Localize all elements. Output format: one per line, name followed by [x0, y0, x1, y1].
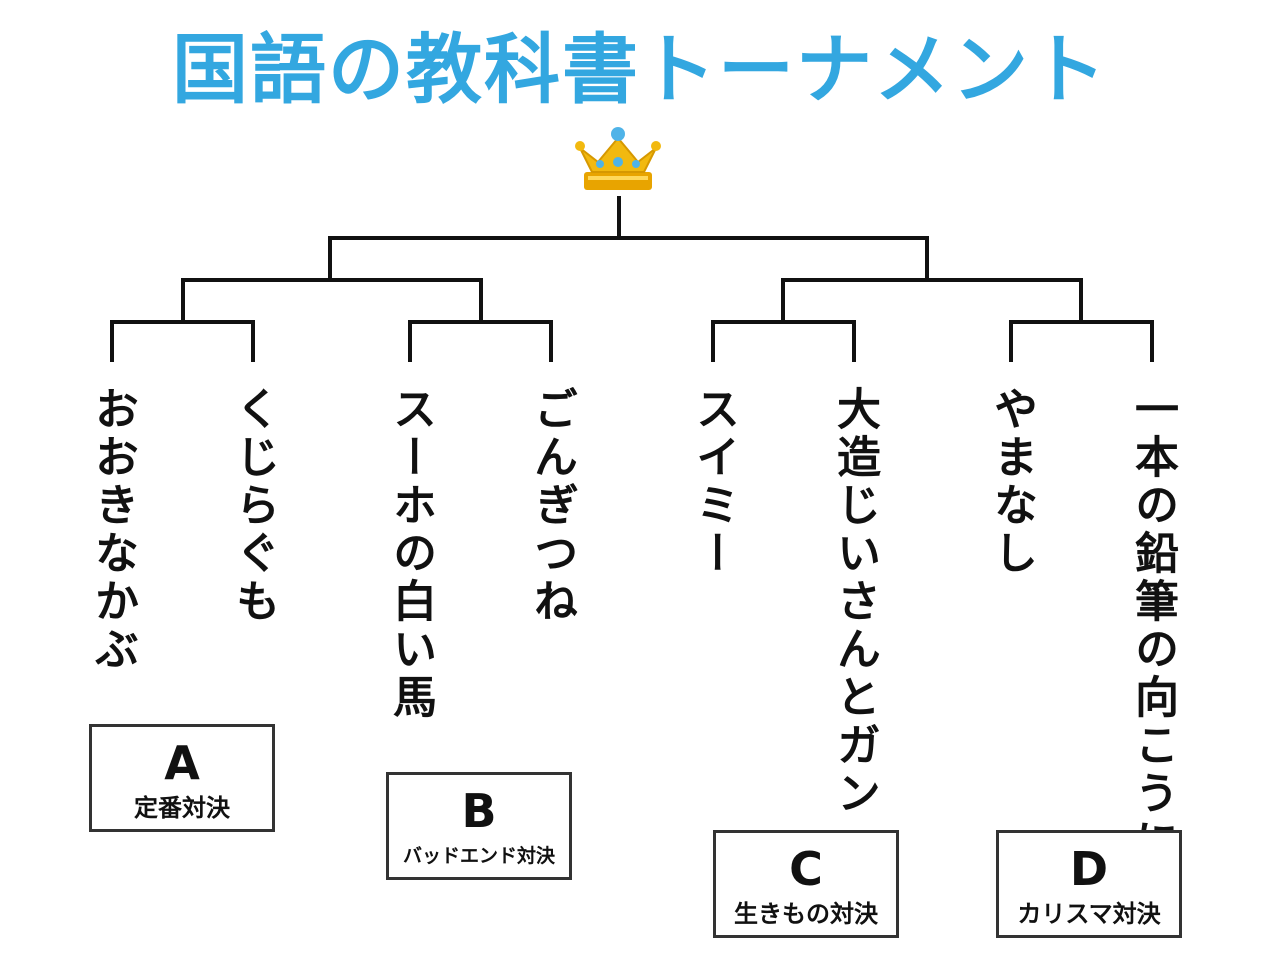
entry-2: くじらぐも [228, 386, 279, 626]
group-box-b: B バッドエンド対決 [386, 772, 572, 880]
group-label: カリスマ対決 [1017, 900, 1161, 928]
entry-5: スイミー [688, 386, 739, 578]
entry-7: やまなし [986, 386, 1037, 578]
entry-4: ごんぎつね [526, 386, 577, 626]
semifinal-left-line [181, 278, 483, 322]
group-label: 定番対決 [134, 794, 230, 822]
group-letter: C [789, 842, 823, 896]
entry-6: 大造じいさんとガン [829, 386, 880, 818]
match-b-line [408, 320, 553, 362]
group-box-d: D カリスマ対決 [996, 830, 1182, 938]
group-letter: A [164, 736, 200, 790]
group-box-c: C 生きもの対決 [713, 830, 899, 938]
page-title: 国語の教科書トーナメント [172, 25, 1108, 114]
match-d-line [1009, 320, 1154, 362]
group-label: バッドエンド対決 [402, 845, 555, 867]
entry-8: 一本の鉛筆の向こうに [1127, 386, 1178, 866]
group-box-a: A 定番対決 [89, 724, 275, 832]
crown-icon [575, 127, 661, 190]
semifinal-right-line [781, 278, 1083, 322]
group-letter: B [461, 784, 497, 838]
match-c-line [711, 320, 856, 362]
final-bracket-line [328, 236, 929, 278]
match-a-line [110, 320, 255, 362]
group-label: 生きもの対決 [734, 900, 878, 928]
entry-3: スーホの白い馬 [385, 386, 436, 722]
entry-1: おおきなかぶ [87, 386, 138, 674]
group-letter: D [1069, 842, 1109, 896]
